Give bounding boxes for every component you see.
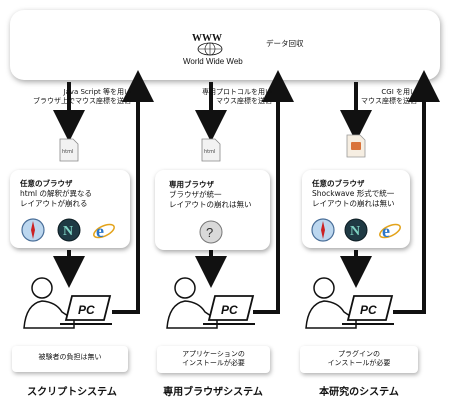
data-collection-label: データ回収 [266,39,304,48]
burden-box-proposed: プラグインのインストールが必要 [300,346,418,373]
note-proposed: CGI を用いマウス座標を送信 [361,88,417,105]
www-box [10,10,440,80]
internet-explorer-e-icon: e [379,221,401,241]
upload-arrow-3 [393,70,440,314]
svg-text:PC: PC [360,303,377,317]
svg-text:N: N [63,224,73,239]
www-title: World Wide Web [183,57,243,66]
system-title-dedicated: 専用ブラウザシステム [163,387,263,398]
user-pc-figure: PC [166,277,255,329]
svg-text:html: html [204,149,215,155]
upload-arrow-1 [112,70,154,314]
svg-text:html: html [62,149,73,155]
burden-box-dedicated: アプリケーションのインストールが必要 [157,346,270,373]
html-file-icon: html [201,138,221,162]
safari-compass-icon [21,218,45,242]
svg-text:N: N [350,224,360,239]
svg-text:WWW: WWW [192,33,222,44]
safari-compass-icon [311,218,335,242]
shockwave-file-icon [346,134,366,158]
netscape-n-icon: N [57,218,81,242]
html-file-icon: html [59,138,79,162]
svg-text:?: ? [206,225,213,240]
svg-text:e: e [382,221,390,241]
note-dedicated: 専用プロトコルを用いマウス座標を送信 [202,88,272,105]
internet-explorer-e-icon: e [93,221,115,241]
user-pc-figure: PC [23,277,112,329]
note-script: Java Script 等を用いブラウザ上でマウス座標を送信 [33,88,131,105]
user-pc-figure: PC [305,277,394,329]
system-title-proposed: 本研究のシステム [319,387,399,398]
www-globe-icon: WWW [192,33,223,56]
question-mark-icon: ? [199,220,223,244]
upload-arrow-2 [253,70,294,314]
svg-text:PC: PC [78,303,95,317]
svg-text:PC: PC [221,303,238,317]
netscape-n-icon: N [344,218,368,242]
burden-box-script: 被験者の負担は無い [12,346,128,372]
system-title-script: スクリプトシステム [27,387,117,398]
svg-text:e: e [96,221,104,241]
